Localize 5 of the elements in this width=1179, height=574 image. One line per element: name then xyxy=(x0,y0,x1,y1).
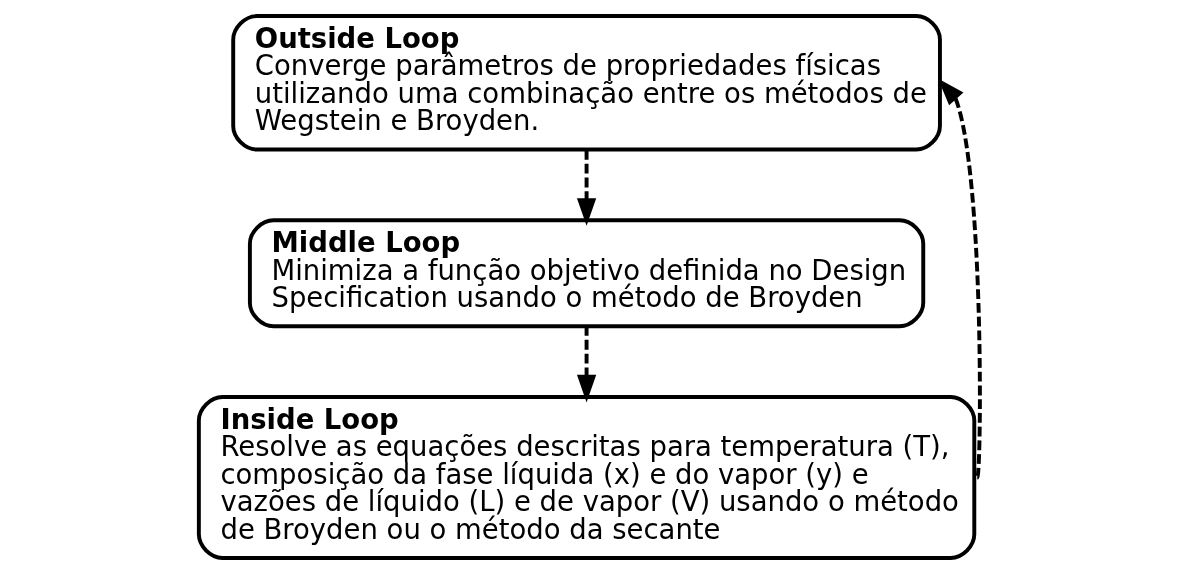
arrow xyxy=(576,326,596,403)
node-box: Outside Loop Converge parâmetros de propriedades físicas utilizando uma combinação entre os métodos de Wegstein e Broyden. xyxy=(230,14,942,152)
node-box: Inside Loop Resolve as equações descritas para temperatura (T), composição da fase líquida (x) e do vapor (y) e vazões de líquido (L) e de vapor (V) usando o método de Broyden ou o método da secante xyxy=(196,394,976,560)
node-box: Middle Loop Minimiza a função objetivo definida no Design Specification usando o método de Broyden xyxy=(247,218,925,329)
arrow xyxy=(576,150,596,226)
